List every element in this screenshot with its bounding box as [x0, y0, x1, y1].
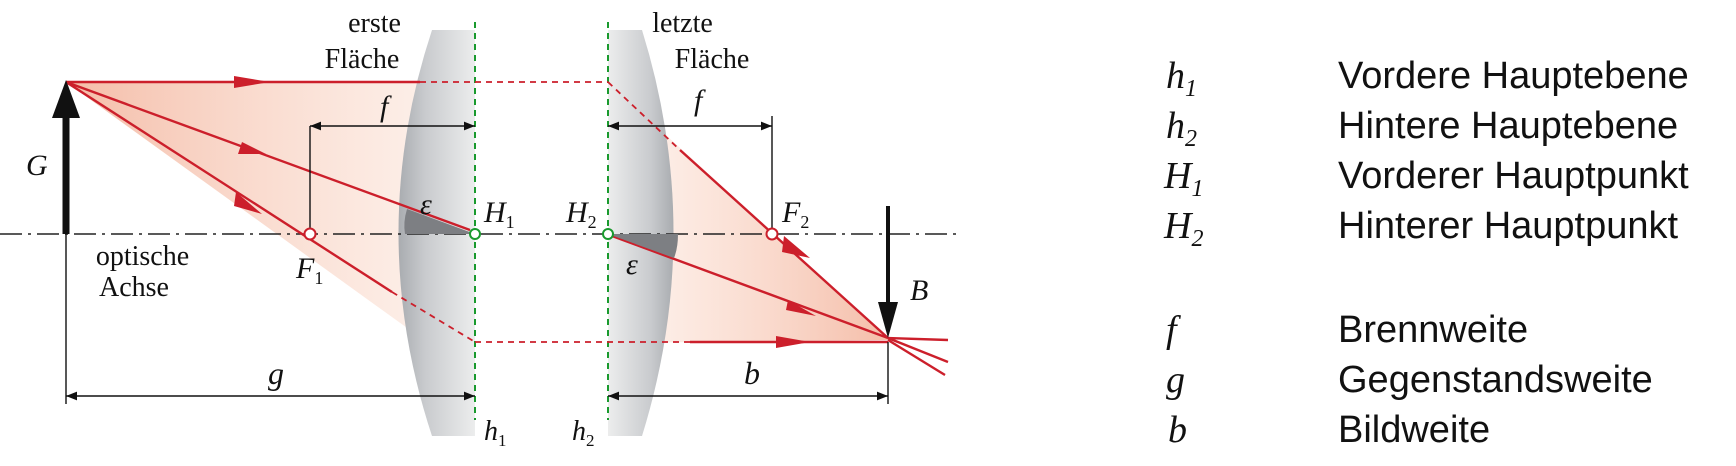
- optical-axis-label-2: Achse: [99, 272, 169, 303]
- label-h1-plane: h1: [484, 416, 507, 450]
- first-surface-label-1: erste: [348, 8, 401, 39]
- object-ray-cone: [66, 82, 428, 343]
- label-f2: F2: [781, 196, 809, 232]
- object-arrow-head: [52, 80, 80, 118]
- legend-description: Vordere Hauptebene: [1338, 55, 1689, 97]
- legend-symbol: h1: [1166, 55, 1197, 102]
- label-g-object: G: [26, 149, 48, 182]
- angle-epsilon-left: [404, 209, 475, 234]
- label-b-distance: b: [744, 355, 760, 391]
- optical-axis-label-1: optische: [96, 241, 189, 272]
- legend-symbol: H1: [1163, 155, 1203, 202]
- legend-symbol: g: [1166, 359, 1185, 401]
- legend-symbol: b: [1168, 409, 1187, 451]
- rays-inside-lens: [391, 81, 690, 343]
- legend-symbol: f: [1166, 309, 1181, 351]
- image-arrow-head: [878, 302, 898, 338]
- svg-text:optische Achse: optische Achse: [96, 241, 196, 303]
- label-b-image: B: [910, 274, 928, 307]
- label-h2-point: H2: [565, 196, 597, 232]
- svg-text:letzte Fläche: letzte Fläche: [652, 8, 749, 75]
- label-f-right: f: [694, 84, 706, 117]
- legend-description: Bildweite: [1338, 409, 1490, 451]
- svg-text:erste Fläche: erste Fläche: [325, 8, 408, 75]
- legend: h1 Vordere Hauptebene h2 Hintere Haupteb…: [1163, 55, 1689, 451]
- principal-point-h2: [602, 228, 614, 240]
- legend-description: Hintere Hauptebene: [1338, 105, 1678, 147]
- legend-description: Hinterer Hauptpunkt: [1338, 205, 1679, 247]
- label-epsilon-right: ε: [626, 248, 638, 281]
- last-lens-surface: [608, 30, 674, 436]
- label-h1-point: H1: [483, 196, 515, 232]
- last-surface-label-2: Fläche: [675, 44, 750, 75]
- label-epsilon-left: ε: [420, 188, 432, 221]
- label-f1: F1: [295, 252, 323, 288]
- focal-point-f2: [765, 227, 779, 241]
- label-h2-plane: h2: [572, 416, 595, 450]
- label-g-distance: g: [268, 355, 284, 391]
- legend-symbol: h2: [1166, 105, 1197, 152]
- legend-description: Gegenstandsweite: [1338, 359, 1653, 401]
- dimension-lines: [65, 116, 889, 404]
- angle-epsilon-right: [608, 234, 678, 258]
- last-surface-label-1: letzte: [652, 8, 713, 39]
- principal-point-h1: [469, 228, 481, 240]
- legend-description: Brennweite: [1338, 309, 1528, 351]
- ray-direction-arrows: [234, 76, 816, 348]
- legend-symbol: H2: [1163, 205, 1203, 252]
- first-surface-label-2: Fläche: [325, 44, 400, 75]
- legend-description: Vorderer Hauptpunkt: [1338, 155, 1689, 197]
- focal-point-f1: [303, 227, 317, 241]
